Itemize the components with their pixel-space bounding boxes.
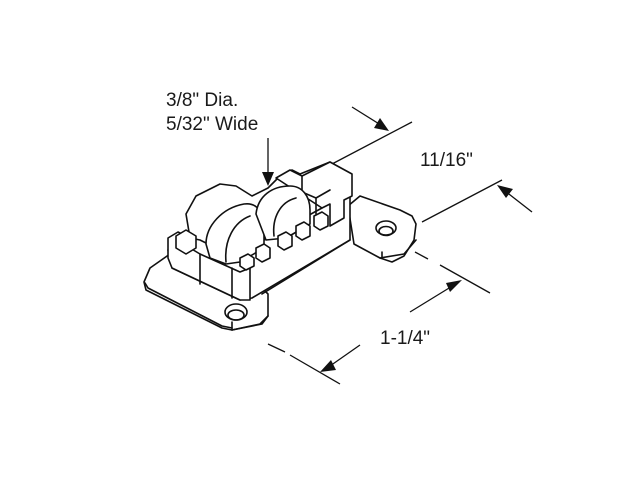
roller-housing [143,161,417,331]
width-dimension-label: 11/16" [420,150,473,171]
roller-pointer [262,138,274,186]
dimension-width [331,106,533,223]
dimension-length [267,251,491,385]
roller-width-label: 5/32" Wide [166,114,259,135]
length-dimension-label: 1-1/4" [380,328,431,349]
roller-diameter-label: 3/8" Dia. [166,90,239,111]
